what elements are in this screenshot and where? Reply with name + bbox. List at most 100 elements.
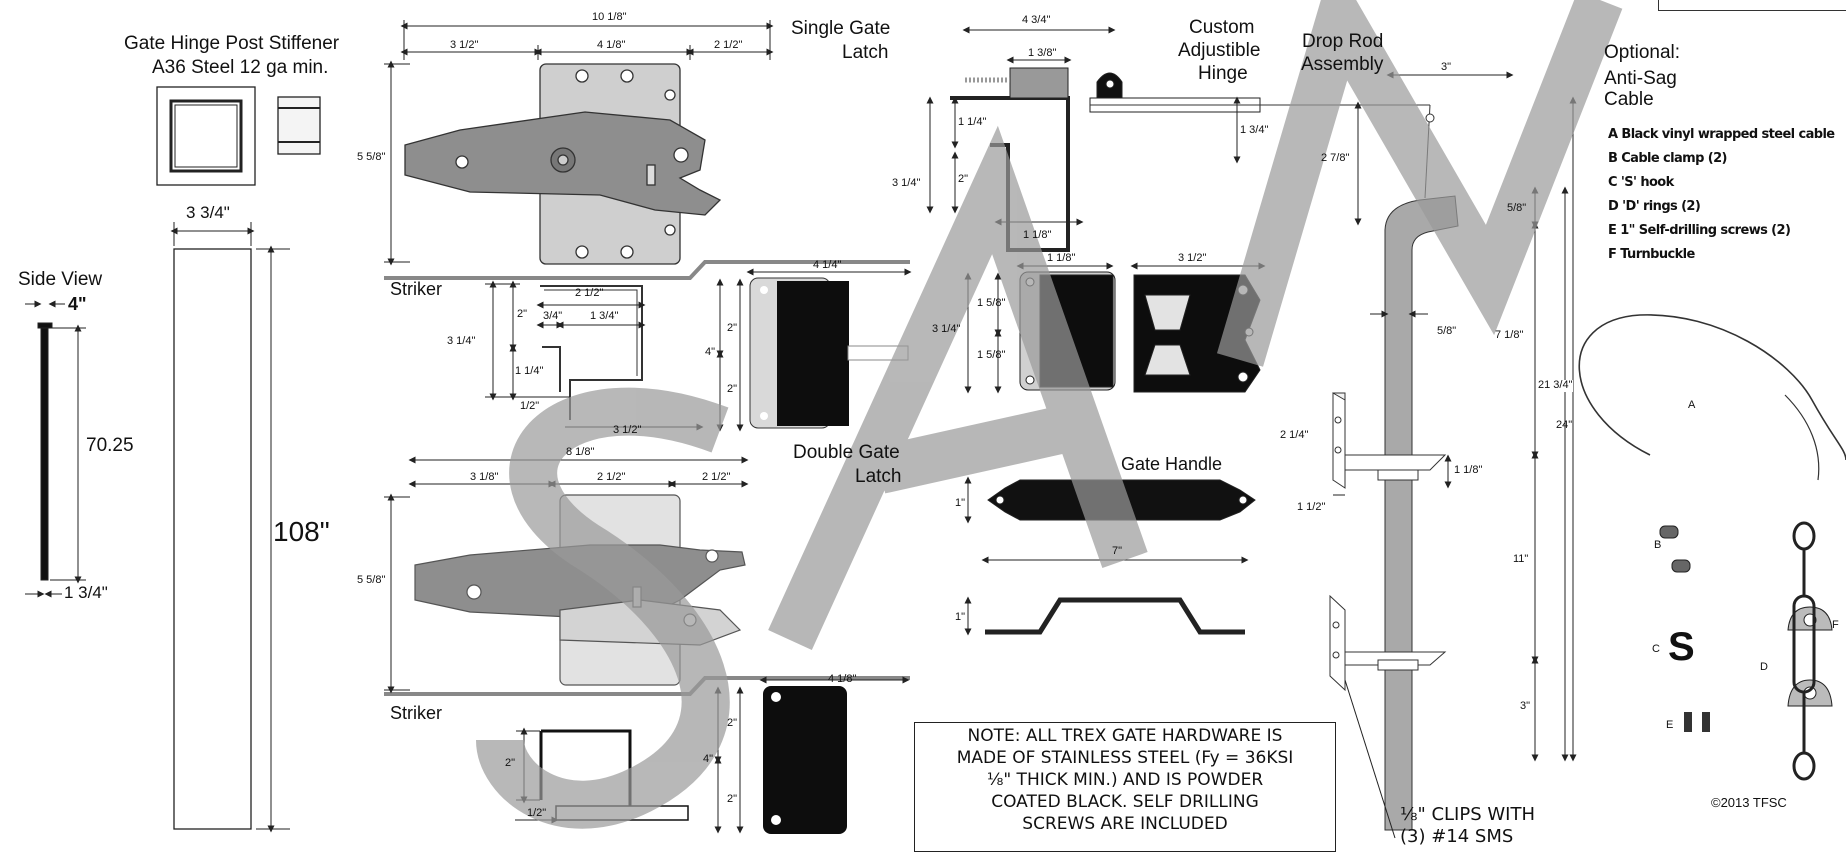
- dim-4-1-4: 4 1/4": [813, 259, 842, 271]
- dim-5-5-8-a: 5 5/8": [357, 151, 386, 163]
- dim-2-1-2-c: 2 1/2": [597, 471, 626, 483]
- stiffener-width-dim: 3 3/4": [186, 203, 230, 222]
- optional-label: Optional:: [1604, 42, 1681, 63]
- note-line-2: MADE OF STAINLESS STEEL (Fy = 36KSI: [956, 748, 1294, 768]
- clips-note-2: (3) #14 SMS: [1400, 826, 1514, 847]
- sample-watermark: [476, 0, 1623, 829]
- dim-4-3-4: 4 3/4": [1022, 14, 1051, 26]
- drop-rod-dims: [1333, 71, 1577, 839]
- dim-5-5-8-b: 5 5/8": [357, 574, 386, 586]
- dim-3-1-2-b: 3 1/2": [613, 424, 642, 436]
- legend-item-c: C 'S' hook: [1608, 175, 1674, 190]
- legend-box-corner: [1658, 0, 1846, 11]
- dim-2-b: 2": [727, 322, 738, 334]
- dim-3-1-8: 3 1/8": [470, 471, 499, 483]
- dim-1-5-8-b: 1 5/8": [977, 349, 1006, 361]
- single-latch-drawing: [404, 63, 722, 265]
- dim-1-1-8-a: 1 1/8": [1023, 229, 1052, 241]
- drop-rod-label-1: Drop Rod: [1302, 31, 1384, 52]
- note-line-3: ⅛" THICK MIN.) AND IS POWDER: [986, 770, 1264, 790]
- dim-1-1-8-c: 1 1/8": [1454, 464, 1483, 476]
- dim-21-3-4: 21 3/4": [1538, 379, 1573, 392]
- latch-box-1: [749, 277, 909, 429]
- dim-3-1-2-a: 3 1/2": [450, 39, 479, 51]
- cable-coil: [1578, 314, 1846, 481]
- dim-1-2-a: 1/2": [520, 400, 540, 412]
- dim-3-a: 3": [1441, 61, 1452, 73]
- striker-1-drawing: [540, 285, 643, 420]
- dim-1-3-4-a: 1 3/4": [590, 310, 619, 322]
- latch-box-1-dims: [716, 268, 912, 432]
- hinge-label-1: Custom: [1189, 17, 1255, 38]
- dim-7-1-8: 7 1/8": [1495, 329, 1524, 341]
- double-latch-dims: [384, 456, 749, 694]
- dim-1-3-4-b: 1 3/4": [1240, 124, 1269, 136]
- double-latch-label: Double Gate: [793, 442, 900, 463]
- dim-3-1-4-a: 3 1/4": [447, 335, 476, 347]
- dim-2-c: 2": [727, 383, 738, 395]
- dim-1-5-8-a: 1 5/8": [977, 297, 1006, 309]
- single-latch-label: Single Gate: [791, 18, 891, 39]
- dim-1-a: 1": [955, 497, 966, 509]
- dim-1-1-4-b: 1 1/4": [958, 116, 987, 128]
- dim-2-1-4: 2 1/4": [1280, 429, 1309, 441]
- striker-2-label: Striker: [390, 703, 443, 723]
- striker-1-label: Striker: [390, 279, 443, 299]
- dim-1-1-4-a: 1 1/4": [515, 365, 544, 377]
- legend-item-b: B Cable clamp (2): [1608, 151, 1728, 166]
- note-line-5: SCREWS ARE INCLUDED: [1022, 814, 1228, 834]
- legend-item-e: E 1" Self-drilling screws (2): [1608, 223, 1791, 238]
- dim-2-1-2-b: 2 1/2": [575, 287, 604, 299]
- side-view-top-dim: 4": [68, 294, 87, 314]
- material-note: NOTE: ALL TREX GATE HARDWARE IS MADE OF …: [914, 722, 1336, 852]
- stiffener-title: Gate Hinge Post Stiffener: [124, 33, 340, 54]
- svg-text:S: S: [1668, 625, 1695, 669]
- dim-4-b: 4": [703, 753, 714, 765]
- dim-3-4: 3/4": [543, 310, 563, 322]
- dim-2-a: 2": [517, 308, 528, 320]
- clips-note-1: ⅛" CLIPS WITH: [1400, 804, 1535, 825]
- gate-handle-label: Gate Handle: [1121, 454, 1223, 474]
- dim-3-1-4-b: 3 1/4": [892, 177, 921, 189]
- d-rings: [1787, 606, 1833, 707]
- dim-2-d: 2": [727, 717, 738, 729]
- dim-2-f: 2": [505, 757, 516, 769]
- side-view-bottom-dim: 1 3/4": [64, 583, 108, 602]
- latch-box-2: [763, 686, 847, 834]
- legend-item-f: F Turnbuckle: [1608, 247, 1695, 262]
- part-label-c: C: [1652, 643, 1660, 655]
- legend-item-d: D 'D' rings (2): [1608, 199, 1701, 214]
- note-line-4: COATED BLACK. SELF DRILLING: [991, 792, 1259, 812]
- turnbuckle: [1792, 521, 1816, 781]
- self-drilling-screws: [1684, 712, 1710, 732]
- part-label-f: F: [1832, 619, 1839, 631]
- dim-1-b: 1": [955, 611, 966, 623]
- hinge-dims: [926, 26, 1241, 226]
- side-view-label: Side View: [18, 269, 103, 290]
- double-latch-label-2: Latch: [855, 466, 902, 487]
- dim-3-b: 3": [1520, 700, 1531, 712]
- part-label-e: E: [1666, 719, 1674, 731]
- dim-2-1-2-a: 2 1/2": [714, 39, 743, 51]
- dim-5-8-a: 5/8": [1507, 202, 1527, 214]
- dim-4-1-8-b: 4 1/8": [828, 673, 857, 685]
- dim-8-1-8: 8 1/8": [566, 446, 595, 458]
- cable-label: Cable: [1604, 89, 1654, 110]
- drop-rod-label-2: Assembly: [1301, 54, 1384, 75]
- dim-1-3-8: 1 3/8": [1028, 47, 1057, 59]
- single-latch-label-2: Latch: [842, 42, 889, 63]
- dim-7: 7": [1112, 545, 1123, 557]
- stiffener-drawing: [156, 86, 321, 833]
- stiffener-subtitle: A36 Steel 12 ga min.: [152, 57, 329, 78]
- dim-1-2-b: 1/2": [527, 807, 547, 819]
- dim-1-1-8-b: 1 1/8": [1047, 252, 1076, 264]
- anti-sag-label: Anti-Sag: [1604, 68, 1677, 89]
- dim-2-g: 2": [958, 173, 969, 185]
- s-hook: S: [1668, 625, 1695, 669]
- side-view-length: 70.25: [86, 435, 134, 456]
- part-label-d: D: [1760, 661, 1768, 673]
- note-line-1: NOTE: ALL TREX GATE HARDWARE IS: [967, 726, 1283, 746]
- dim-3-1-2-c: 3 1/2": [1178, 252, 1207, 264]
- single-latch-dims: [384, 20, 774, 266]
